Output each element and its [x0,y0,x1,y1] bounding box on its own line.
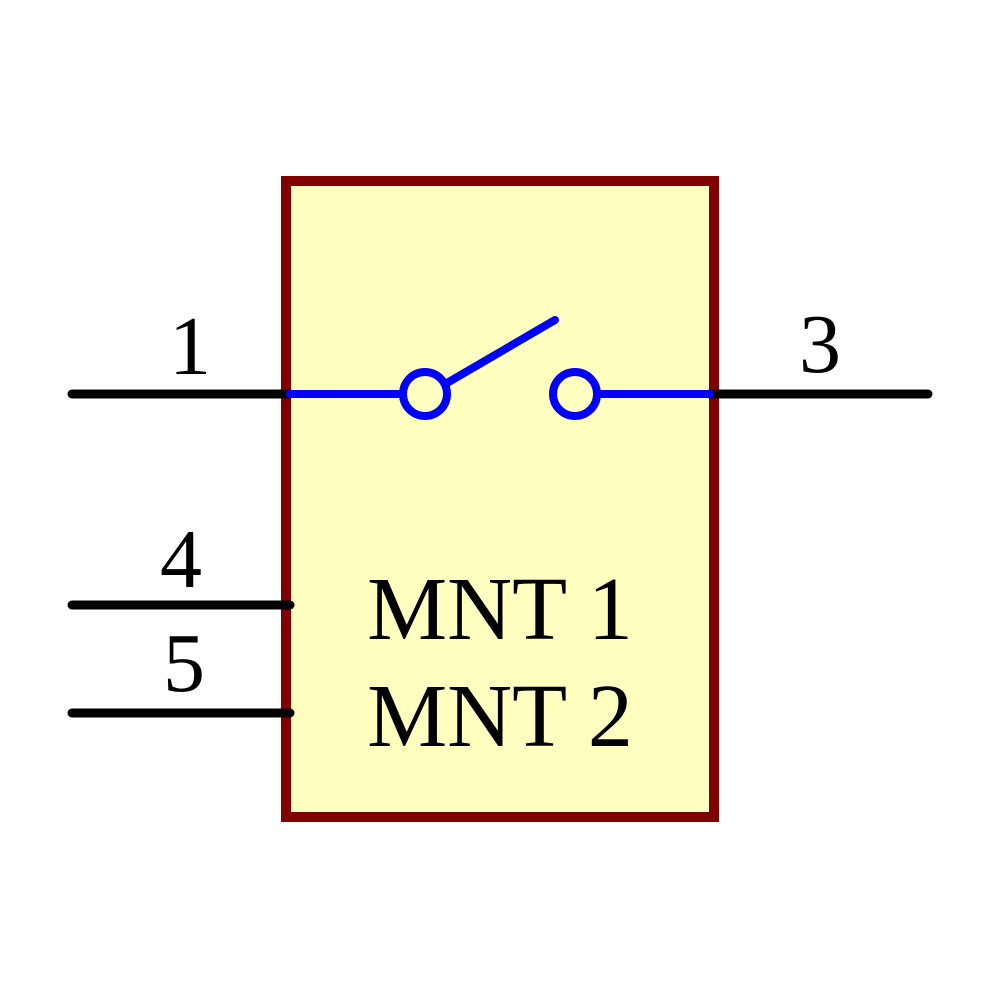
switch-symbol [286,316,714,420]
mnt-1-label: MNT 1 [367,560,633,659]
pin-5-label: 5 [163,617,205,710]
switch-lever [443,316,559,387]
switch-left-contact [399,368,451,420]
switch-right-contact [549,368,601,420]
pin-4-label: 4 [160,513,202,606]
component-body [281,176,719,822]
pin-1-label: 1 [169,300,211,393]
pin-3-label: 3 [799,298,841,391]
mnt-2-label: MNT 2 [367,667,633,766]
